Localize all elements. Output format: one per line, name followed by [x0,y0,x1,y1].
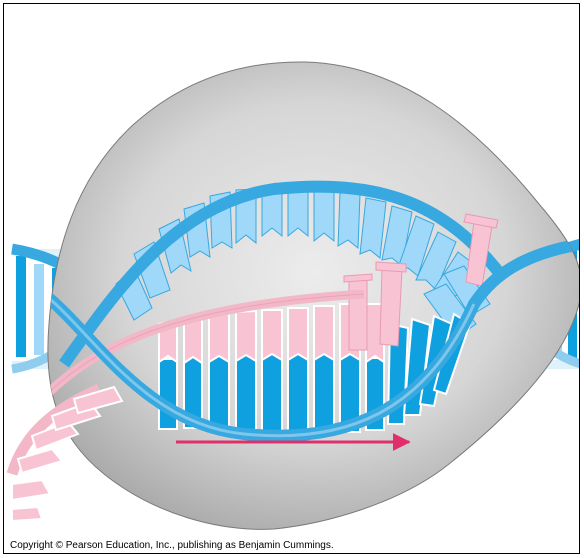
figure-frame: Copyright © Pearson Education, Inc., pub… [3,3,580,554]
copyright-notice: Copyright © Pearson Education, Inc., pub… [10,540,334,551]
transcription-figure [4,4,580,554]
